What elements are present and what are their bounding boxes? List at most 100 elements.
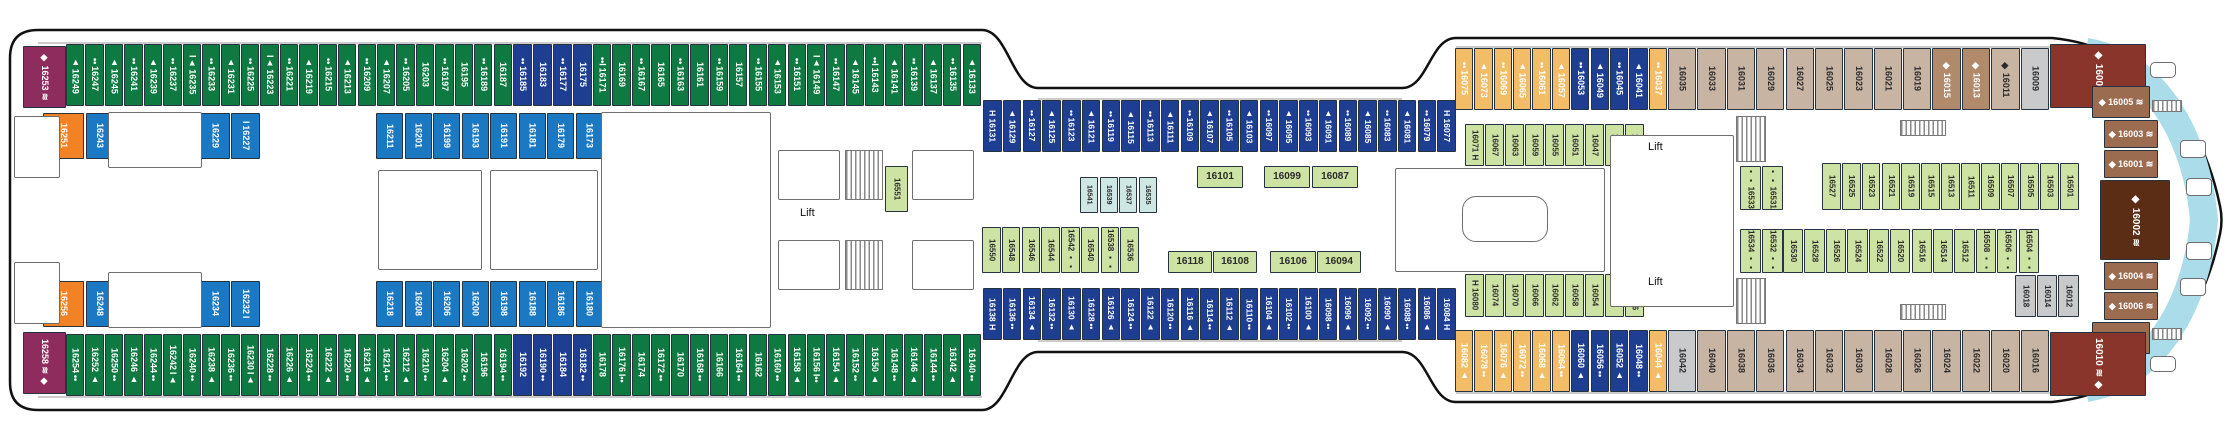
cabin-16538: 16538 ▪▪ [1100,227,1120,273]
cabin-16032: 16032 [1814,330,1844,392]
cabin-16066: 16066 [1525,274,1544,317]
cabin-16169: 16169 [612,44,631,106]
cabin-16207: ▲ 16207 [376,44,396,106]
cabin-16107: ▲ 16107 [1200,100,1219,152]
cabin-16239: ▲ 16239 [143,44,163,106]
cabin-16145: ▲ 16145 [845,44,865,106]
cabin-16176: 16176 I•• [612,334,631,396]
cabin-16122: 16122 ▲ [1141,288,1160,340]
cabin-16098: 16098 •• [1318,288,1338,340]
cabin-16079: •• 16079 [1417,100,1437,152]
cabin-16065: ▲ 16065 [1513,48,1532,110]
cabin-16198: 16198 [490,281,518,327]
cabin-16095: ▲ 16095 [1279,100,1298,152]
cabin-16177: •• 16177 [553,44,572,106]
cabin-16245: ▲ 16245 [104,44,124,106]
cabin-16252: 16252 ▲ [85,334,104,396]
cabin-16114: 16114 •• [1200,288,1219,340]
cabin-16110: 16110 •• [1239,288,1259,340]
cabin-16116: 16116 ▲ [1180,288,1200,340]
cabin-16048: 16048 •• [1629,330,1648,392]
cabin-16221: •• 16221 [279,44,299,106]
cabin-16186: 16186 [547,281,575,327]
cabin-16213: ▲ 16213 [338,44,357,106]
deck-structure [778,150,840,200]
cabin-16056: 16056 •• [1590,330,1609,392]
cabin-16180: 16180 [575,281,603,327]
cabin-16203: 16203 [415,44,435,106]
deck-structure [2150,62,2176,78]
cabin-16166: 16166 [709,334,729,396]
cabin-16086: 16086 ▲ [1417,288,1437,340]
cabin-16002: ◆ 16002 ≋ [2100,180,2170,260]
cabin-16523: 16523 [1861,163,1881,210]
cabin-16025: 16025 [1814,48,1844,110]
cabin-16049: ▲ 16049 [1590,48,1609,110]
deck-structure [2180,140,2206,158]
cabin-16190: 16190 •• [533,334,552,396]
cabin-16185: •• 16185 [513,44,532,106]
cabin-16181: 16181 [518,113,546,159]
cabin-16535: 16535 [1138,177,1157,213]
cabin-16501: 16501 [2060,163,2079,210]
cabin-16192: 16192 [513,334,532,396]
cabin-16532: 16532 ▪▪ [1762,229,1783,273]
cabin-16520: 16520 [1890,229,1911,273]
cabin-16164: 16164 •• [729,334,748,396]
cabin-16088: 16088 •• [1397,288,1417,340]
cabin-16550: 16550 [982,227,1001,273]
cabin-16534: 16534 ▪▪ [1740,229,1761,273]
stairs-icon [2152,328,2182,340]
cabin-16115: ▲ 16115 [1121,100,1140,152]
cabin-16063: 16063 [1505,124,1524,166]
cabin-16241: •• 16241 [124,44,143,106]
cabin-16551: 16551 [885,166,908,212]
cabin-16061: •• 16061 [1532,48,1551,110]
cabin-16125: ▲ 16125 [1042,100,1061,152]
cabin-16051: 16051 [1565,124,1584,166]
cabin-16151: •• 16151 [787,44,806,106]
cabin-16244: 16244 •• [143,334,163,396]
cabin-16006: ◆ 16006 ≋ [2104,292,2158,320]
cabin-16015: ◆ 16015 [1932,48,1961,110]
cabin-16227: I 16227 [231,113,260,159]
cabin-16092: 16092 •• [1358,288,1377,340]
cabin-16531: ▪▪ 16531 [1762,166,1783,210]
cabin-16026: 16026 [1903,330,1932,392]
cabin-16071: 16071 H [1465,124,1484,166]
cabin-16540: 16540 [1080,227,1100,273]
cabin-16060: 16060 ▲ [1571,330,1590,392]
cabin-16149: I▲ 16149 [806,44,826,106]
cabin-16091: ▲ 16091 [1318,100,1338,152]
cabin-16527: 16527 [1822,163,1841,210]
cabin-16224: 16224 •• [299,334,318,396]
cabin-16218: 16218 [376,281,404,327]
cabin-16041: ▲ 16041 [1629,48,1648,110]
cabin-16053: •• 16053 [1571,48,1590,110]
cabin-16052: 16052 ▲ [1609,330,1629,392]
cabin-16237: •• 16237 [163,44,182,106]
cabin-16196: 16196 [474,334,493,396]
cabin-16021: 16021 [1873,48,1902,110]
cabin-16194: 16194 •• [493,334,512,396]
cabin-16161: 16161 [690,44,709,106]
cabin-16160: 16160 •• [768,334,787,396]
cabin-16074: 16074 [1485,274,1504,317]
cabin-16067: 16067 [1485,124,1504,166]
cabin-16513: 16513 [1941,163,1960,210]
cabin-16075: •• 16075 [1455,48,1474,110]
cabin-16188: 16188 [518,281,546,327]
cabin-16072: 16072 •• [1513,330,1532,392]
cabin-16132: 16132 •• [1042,288,1061,340]
cabin-16172: 16172 •• [651,334,670,396]
deck-structure [2186,178,2212,196]
cabin-16047: 16047 [1585,124,1604,166]
cabin-16242: 16242 I▲ [163,334,182,396]
cabin-16005: ◆ 16005 ≋ [2092,86,2150,118]
cabin-16519: 16519 [1901,163,1921,210]
cabin-16165: 16165 [651,44,670,106]
deck-structure [2186,242,2212,260]
cabin-16189: •• 16189 [474,44,493,106]
cabin-16178: 16178 [593,334,612,396]
cabin-16057: ▲ 16057 [1551,48,1571,110]
